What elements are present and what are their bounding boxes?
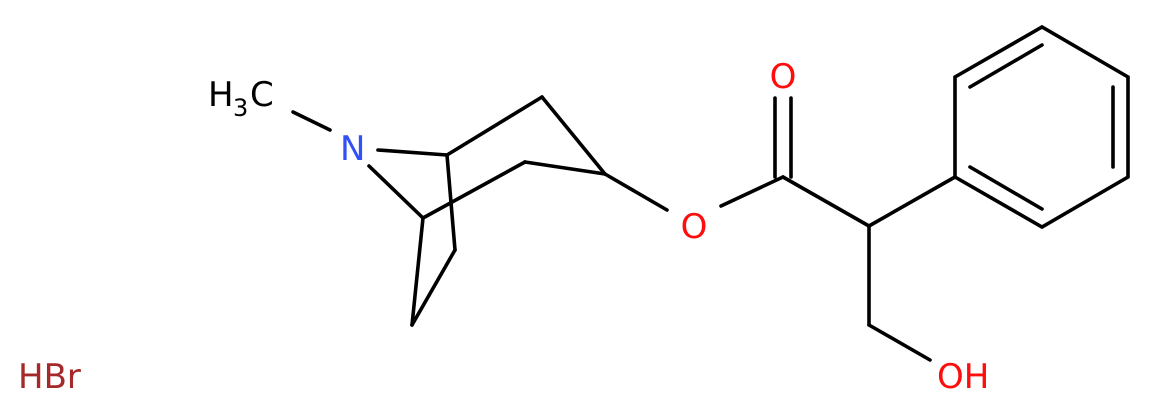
- bond-carbonyl-alpha: [781, 175, 871, 228]
- bond-alpha-phenyl: [867, 175, 957, 228]
- methyl-c-label: C: [250, 75, 274, 115]
- bond-c7-c6: [410, 248, 457, 327]
- phenyl-ring: [953, 24, 1130, 230]
- bond-c6-c5: [410, 216, 425, 327]
- bonds: [291, 24, 1130, 362]
- bond-n-c5: [367, 164, 425, 220]
- bond-c3-c4: [523, 160, 607, 176]
- counterion-label: HBr: [18, 357, 81, 397]
- carbonyl-oxygen-label: O: [770, 57, 797, 97]
- phenyl-double-1: [968, 43, 1044, 89]
- bond-c3-o-ester: [603, 172, 669, 212]
- bond-methyl-n: [291, 110, 332, 132]
- phenyl-double-3: [968, 165, 1044, 211]
- bond-c1-c7: [445, 153, 457, 252]
- methyl-h-label: H: [208, 75, 234, 115]
- atom-labels: H 3 C N O O OH HBr: [18, 57, 989, 397]
- bond-o-ester-carbonyl: [719, 175, 785, 208]
- bond-c1-c2: [445, 95, 544, 157]
- bond-c4-c5: [421, 160, 527, 220]
- bond-ch2-oh: [867, 323, 932, 362]
- hydroxyl-label: OH: [937, 357, 989, 397]
- nitrogen-label: N: [340, 129, 365, 169]
- bond-c2-c3: [540, 95, 607, 176]
- methyl-subscript-label: 3: [233, 94, 248, 122]
- ester-oxygen-label: O: [681, 207, 708, 247]
- bond-n-c1: [376, 148, 449, 157]
